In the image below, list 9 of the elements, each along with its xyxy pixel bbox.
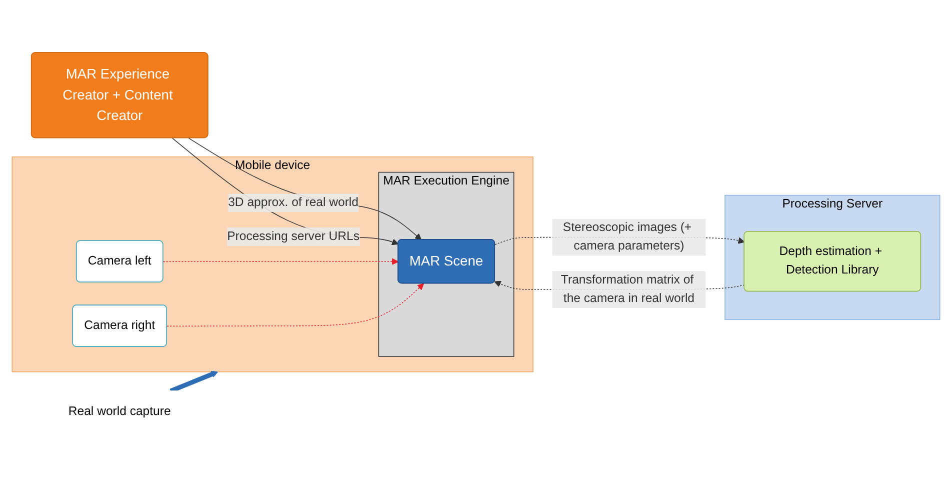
- arrow: [166, 283, 424, 327]
- arrow: [188, 138, 422, 240]
- edge-label: Processing server URLs: [227, 230, 360, 243]
- arrow: [170, 370, 218, 394]
- edge-label: Stereoscopic images (+ camera parameters): [562, 221, 692, 253]
- edge-label: 3D approx. of real world: [228, 196, 358, 210]
- edge-label: Transformation matrix of the camera in real world: [560, 273, 695, 305]
- node-text: Real world capture: [68, 404, 171, 418]
- arrow: [162, 258, 399, 265]
